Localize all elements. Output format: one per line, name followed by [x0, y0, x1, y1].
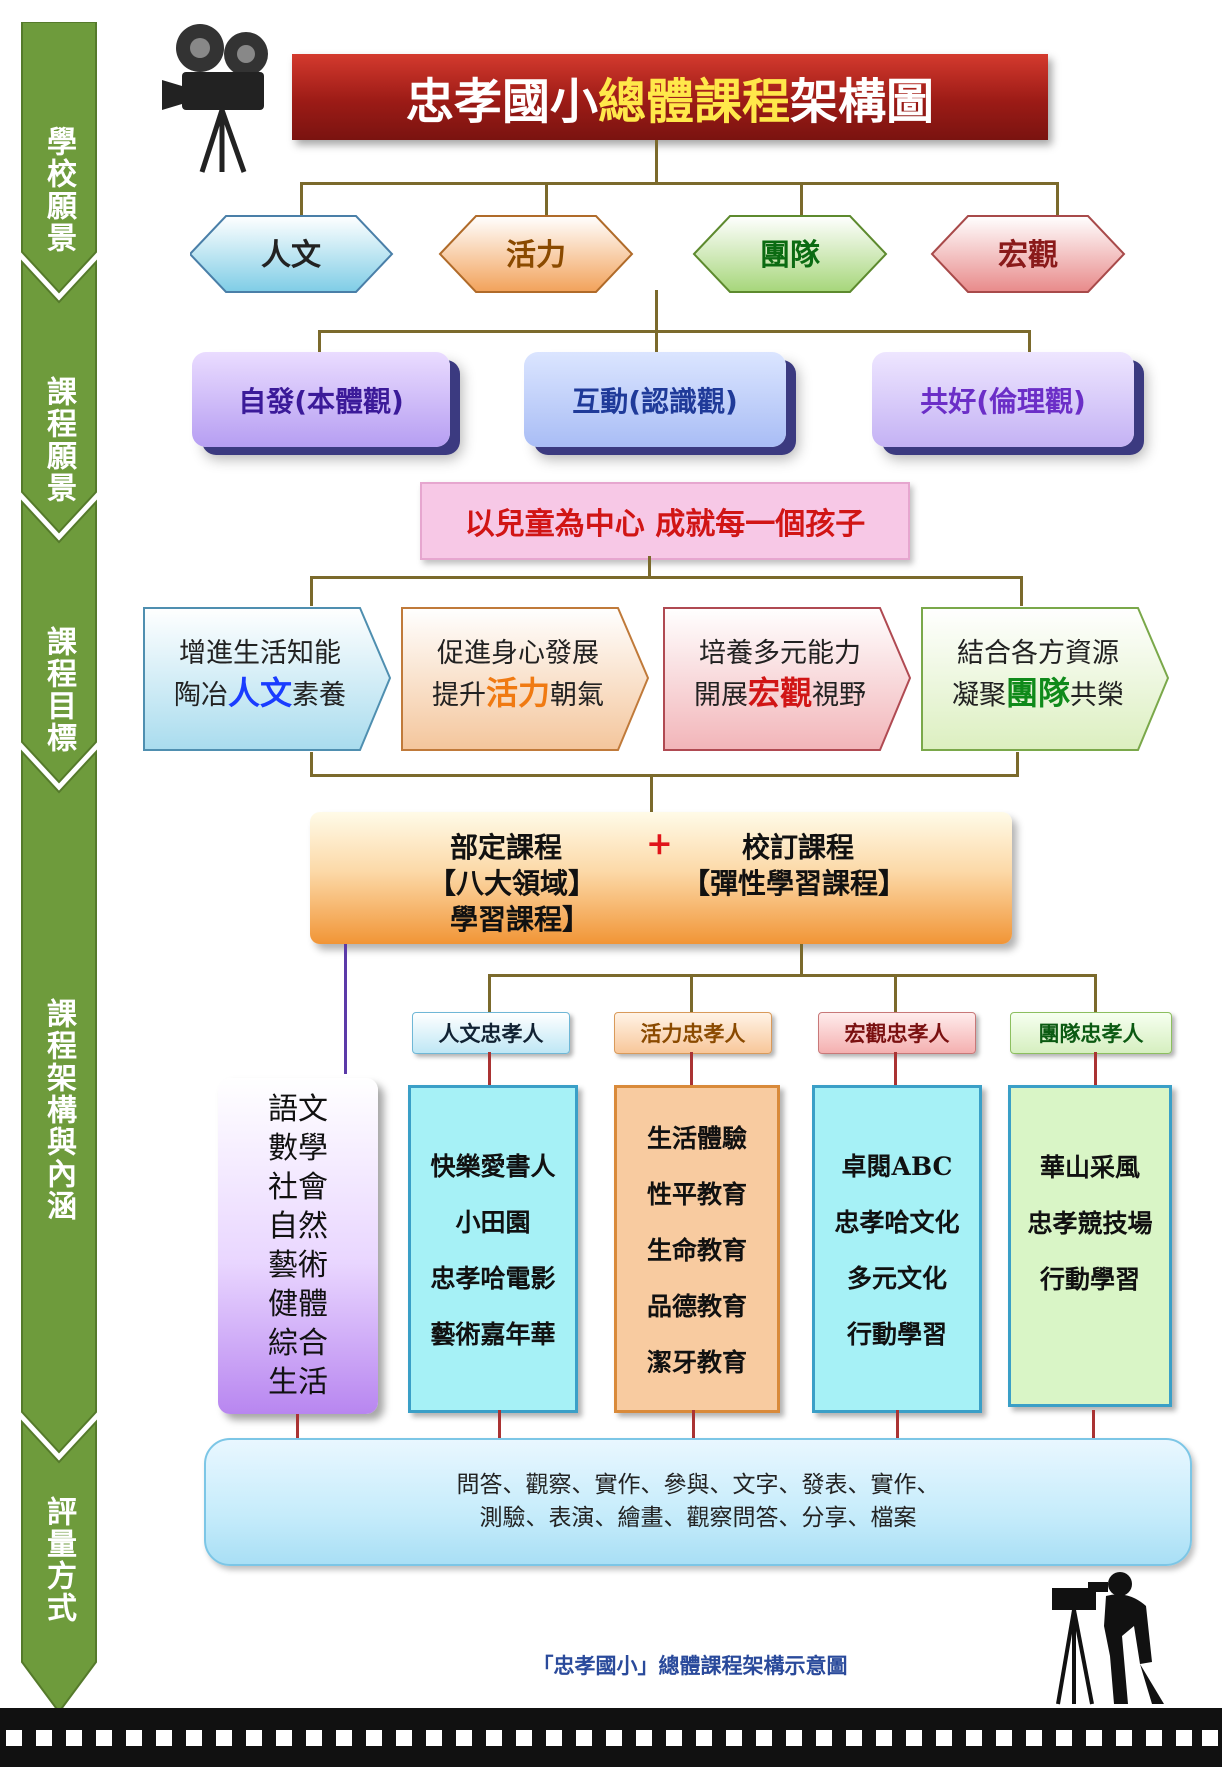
svg-text:促進身心發展: 促進身心發展 [437, 638, 599, 669]
sidebar-label-assessment: 評量方式 [41, 1496, 76, 1624]
page-title: 忠孝國小總體課程架構圖 [292, 54, 1048, 140]
evaluation-line2: 測驗、表演、繪畫、觀察問答、分享、檔案 [479, 1505, 917, 1531]
subject-item: 自然 [268, 1209, 328, 1244]
subject-item: 健體 [268, 1287, 328, 1322]
program-item: 生命教育 [646, 1236, 747, 1265]
program-tag-humanities: 人文忠孝人 [412, 1012, 570, 1054]
curriculum-goals-row: 增進生活知能 陶冶人文素養 促進身心發展 提升活力朝氣 培養多元能力 開展宏觀視… [143, 607, 1170, 751]
svg-text:人文: 人文 [261, 238, 321, 273]
program-item: 藝術嘉年華 [430, 1320, 556, 1349]
required-curriculum-line1: 部定課程 [450, 831, 563, 864]
svg-text:活力: 活力 [506, 238, 566, 273]
svg-text:提升活力朝氣: 提升活力朝氣 [432, 674, 604, 712]
evaluation-methods: 問答、觀察、實作、參與、文字、發表、實作、 測驗、表演、繪畫、觀察問答、分享、檔… [204, 1438, 1192, 1566]
subject-item: 生活 [268, 1365, 328, 1400]
program-item: 行動學習 [846, 1320, 947, 1349]
school-curriculum-line2: 【彈性學習課程】 [682, 867, 907, 900]
program-item: 品德教育 [646, 1292, 747, 1321]
diagram-caption: 「忠孝國小」總體課程架構示意圖 [532, 1653, 848, 1678]
vision-hex-team: 團隊 [692, 215, 888, 293]
school-curriculum-line1: 校訂課程 [742, 831, 855, 864]
sidebar-label-curriculum-vision: 課程願景 [41, 376, 76, 504]
vision-hex-global: 宏觀 [930, 215, 1126, 293]
subjects-list: 語文 數學 社會 自然 藝術 健體 綜合 生活 [218, 1078, 378, 1414]
film-strip [0, 1708, 1222, 1767]
program-column-global: 卓閱ABC 忠孝哈文化 多元文化 行動學習 [812, 1085, 982, 1413]
subject-item: 藝術 [268, 1248, 328, 1283]
program-item: 忠孝競技場 [1027, 1209, 1153, 1238]
svg-text:宏觀: 宏觀 [998, 238, 1058, 273]
required-curriculum-line3: 學習課程】 [450, 903, 591, 936]
plus-sign: + [646, 824, 673, 862]
program-item: 忠孝哈文化 [834, 1208, 960, 1237]
goal-global: 培養多元能力 開展宏觀視野 [663, 607, 912, 751]
sidebar-label-curriculum-structure: 課程架構與內涵 [41, 998, 76, 1222]
program-tag-team: 團隊忠孝人 [1010, 1012, 1172, 1054]
program-column-vitality: 生活體驗 性平教育 生命教育 品德教育 潔牙教育 [614, 1085, 780, 1413]
program-tag-vitality: 活力忠孝人 [614, 1012, 772, 1054]
svg-text:開展宏觀視野: 開展宏觀視野 [694, 674, 866, 712]
sidebar-label-school-vision: 學校願景 [41, 126, 76, 254]
program-item: 卓閱ABC [841, 1152, 953, 1181]
program-item: 性平教育 [646, 1180, 747, 1209]
program-item: 潔牙教育 [646, 1348, 747, 1377]
vision-hex-humanities: 人文 [190, 215, 394, 293]
cameraman-icon [1052, 1572, 1164, 1705]
subject-item: 社會 [268, 1170, 328, 1205]
program-column-humanities: 快樂愛書人 小田園 忠孝哈電影 藝術嘉年華 [408, 1085, 578, 1413]
vision-hex-vitality: 活力 [438, 215, 634, 293]
program-item: 生活體驗 [646, 1124, 747, 1153]
curriculum-vision-interaction: 互動(認識觀) [524, 352, 786, 447]
film-camera-icon [162, 24, 268, 173]
subject-item: 語文 [268, 1092, 328, 1127]
program-column-team: 華山采風 忠孝競技場 行動學習 [1008, 1085, 1172, 1407]
program-item: 忠孝哈電影 [430, 1264, 556, 1293]
program-item: 行動學習 [1039, 1265, 1140, 1294]
curriculum-box: 部定課程 【八大領域】 學習課程】 + 校訂課程 【彈性學習課程】 [310, 812, 1012, 944]
svg-text:培養多元能力: 培養多元能力 [699, 638, 861, 669]
program-tag-global: 宏觀忠孝人 [818, 1012, 976, 1054]
subject-item: 綜合 [268, 1326, 328, 1361]
evaluation-line1: 問答、觀察、實作、參與、文字、發表、實作、 [456, 1471, 940, 1498]
goal-vitality: 促進身心發展 提升活力朝氣 [401, 607, 650, 751]
program-item: 小田園 [455, 1208, 531, 1237]
svg-text:團隊: 團隊 [760, 238, 820, 273]
program-item: 快樂愛書人 [430, 1152, 556, 1181]
curriculum-vision-autonomy: 自發(本體觀) [192, 352, 450, 447]
program-item: 多元文化 [846, 1264, 947, 1293]
svg-text:陶冶人文素養: 陶冶人文素養 [174, 674, 346, 712]
svg-text:增進生活知能: 增進生活知能 [179, 638, 341, 669]
goal-team: 結合各方資源 凝聚團隊共榮 [921, 607, 1170, 751]
center-banner: 以兒童為中心 成就每一個孩子 [420, 482, 910, 560]
svg-text:結合各方資源: 結合各方資源 [957, 638, 1119, 669]
svg-text:凝聚團隊共榮: 凝聚團隊共榮 [952, 674, 1124, 712]
program-item: 華山采風 [1039, 1153, 1140, 1182]
sidebar-chevrons [21, 22, 97, 1714]
sidebar-label-curriculum-goals: 課程目標 [41, 626, 76, 754]
curriculum-vision-common-good: 共好(倫理觀) [872, 352, 1134, 447]
subject-item: 數學 [268, 1131, 328, 1166]
school-vision-row: 人文 活力 團隊 宏觀 [190, 215, 1126, 293]
goal-humanities: 增進生活知能 陶冶人文素養 [143, 607, 392, 751]
required-curriculum-line2: 【八大領域】 [428, 867, 597, 900]
